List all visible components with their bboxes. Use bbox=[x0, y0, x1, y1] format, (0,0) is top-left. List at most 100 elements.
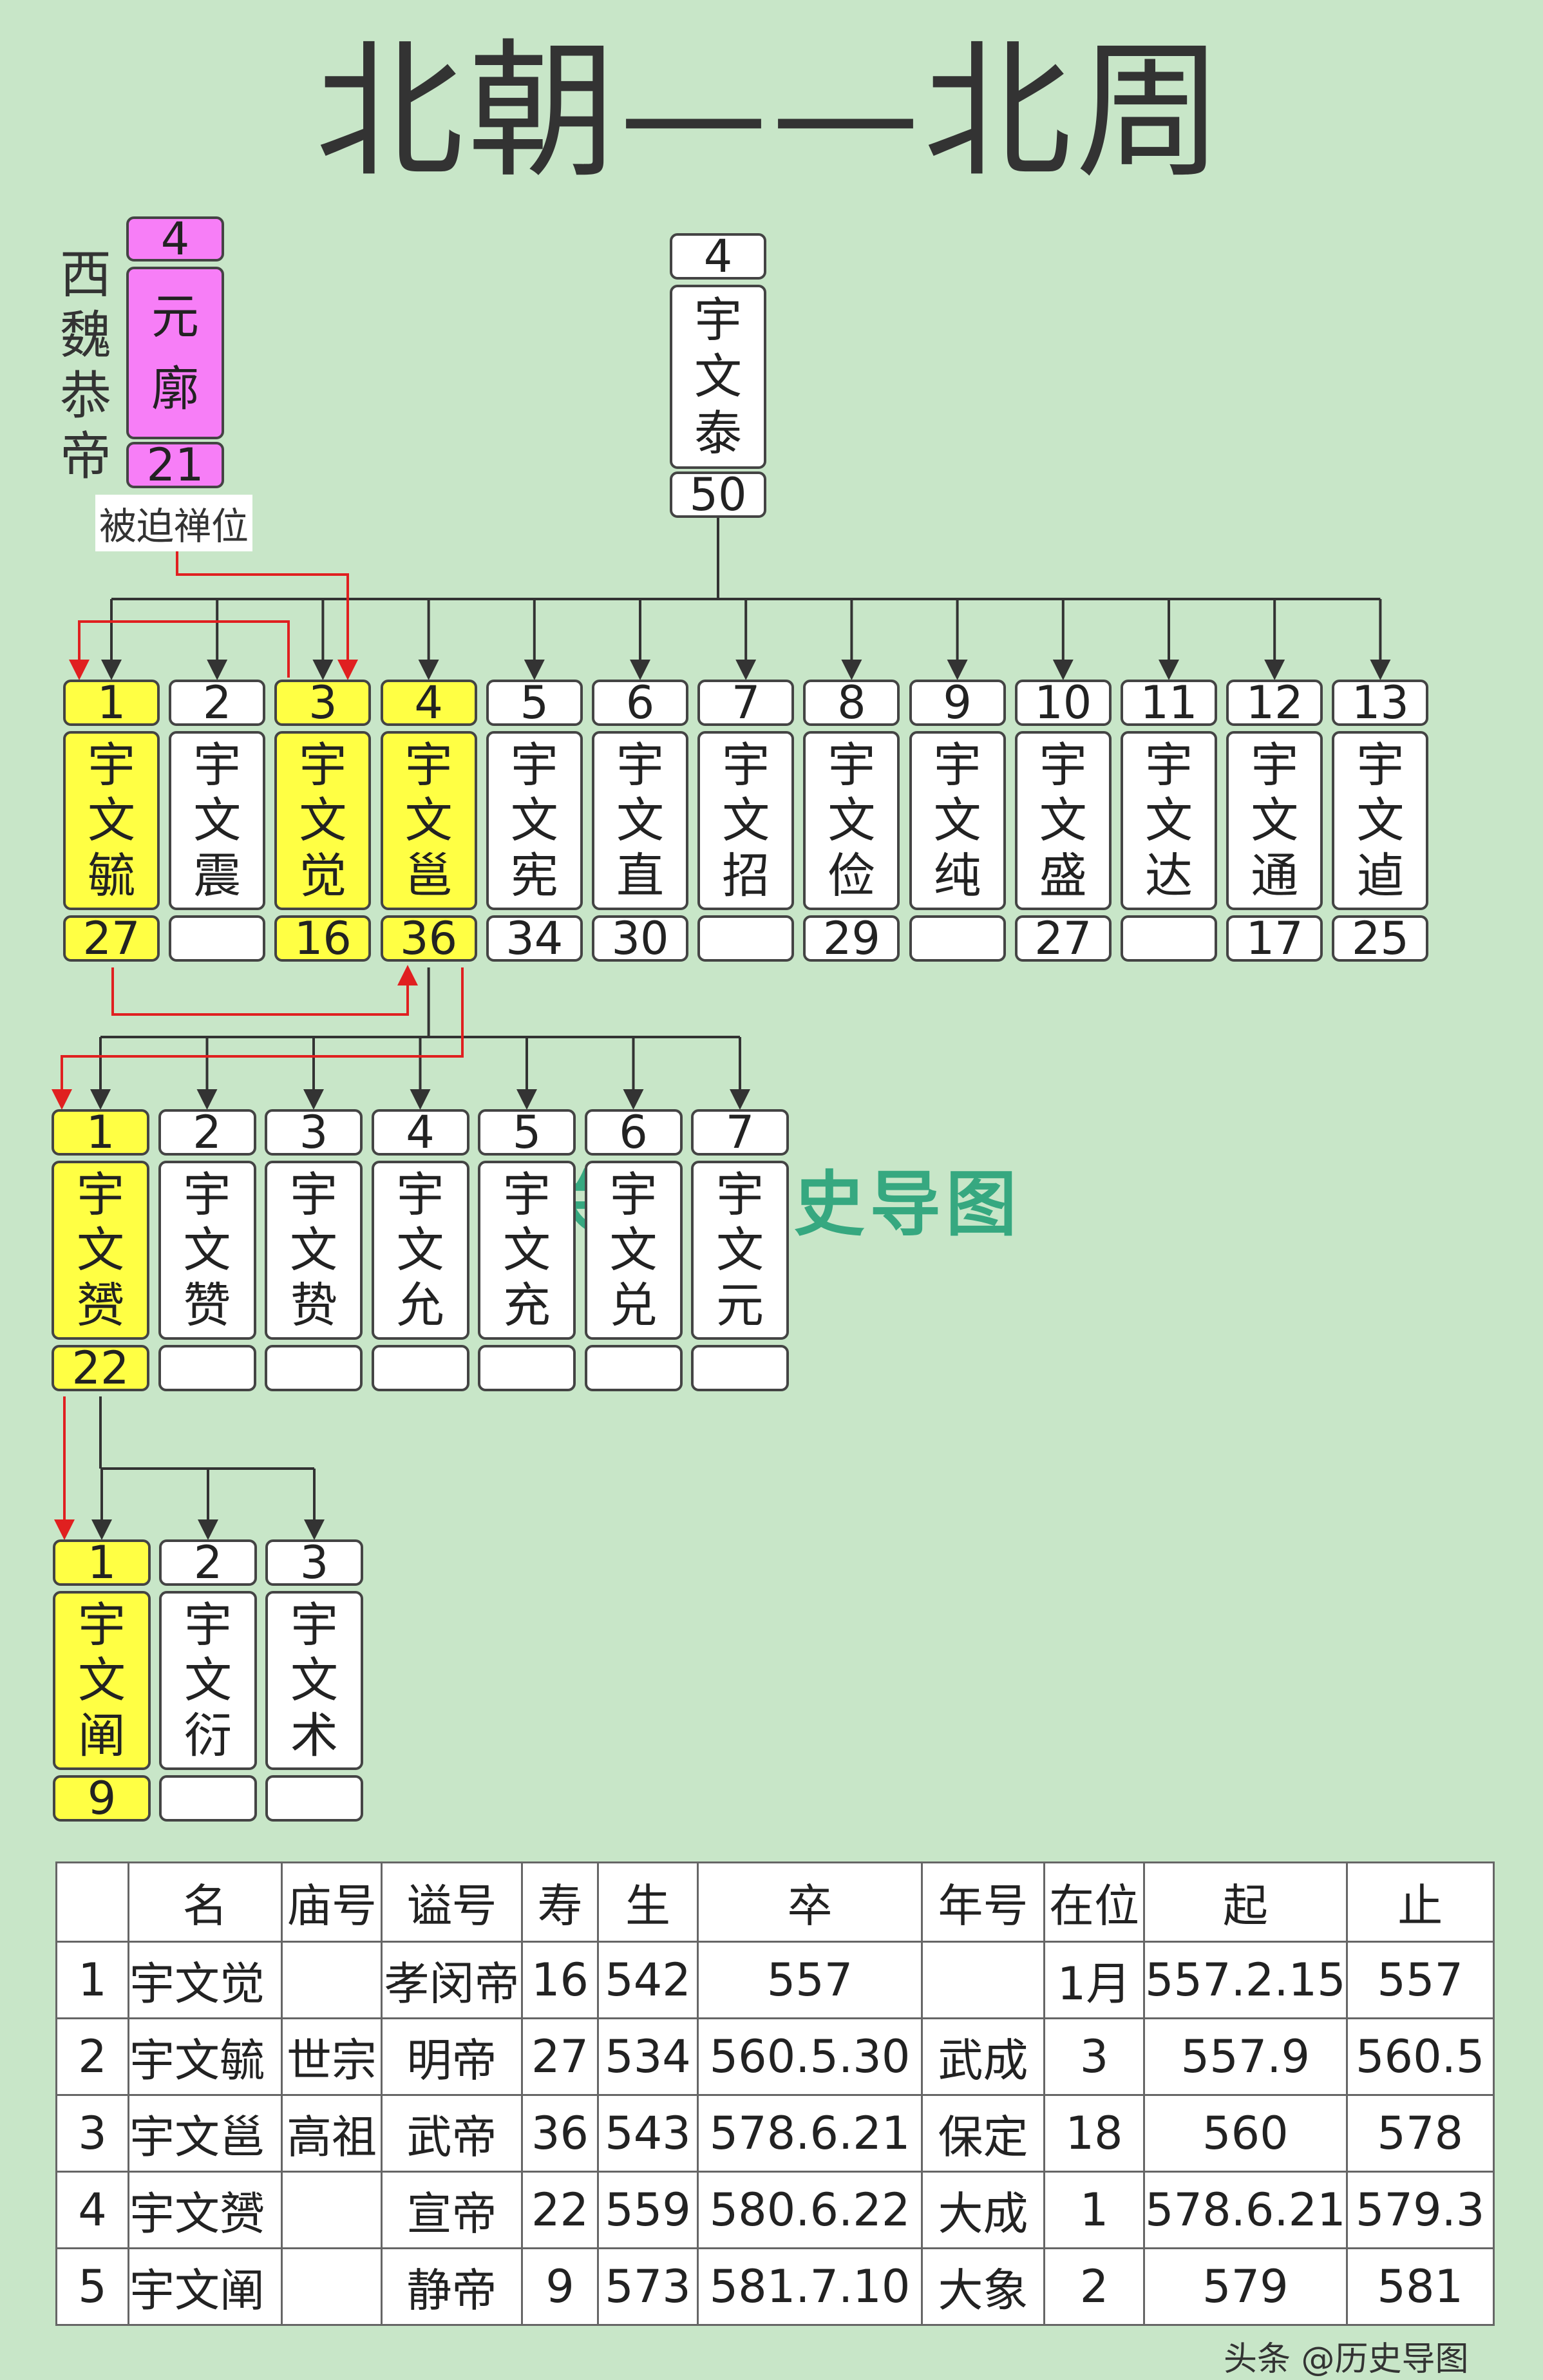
name-char: 宇 bbox=[1039, 738, 1087, 793]
person-name: 宇文毓 bbox=[63, 731, 160, 910]
table-cell: 世宗 bbox=[281, 2017, 383, 2096]
table-cell: 557 bbox=[697, 1941, 923, 2019]
person-name: 宇文纯 bbox=[909, 731, 1006, 910]
name-char: 赟 bbox=[77, 1278, 124, 1333]
table-cell: 孝闵帝 bbox=[381, 1941, 523, 2019]
name-char: 元 bbox=[151, 289, 199, 345]
person-name: 宇文招 bbox=[697, 731, 795, 910]
table-cell: 宇文阐 bbox=[128, 2247, 283, 2326]
name-char: 文 bbox=[722, 793, 770, 848]
table-cell: 560.5.30 bbox=[697, 2017, 923, 2096]
father-number: 4 bbox=[670, 233, 766, 280]
person-age bbox=[371, 1345, 469, 1391]
person-number: 7 bbox=[691, 1109, 789, 1156]
table-cell: 18 bbox=[1043, 2094, 1145, 2173]
wei-emperor-number: 4 bbox=[126, 216, 224, 262]
table-cell: 宇文邕 bbox=[128, 2094, 283, 2173]
person-age: 25 bbox=[1332, 915, 1429, 962]
person-age: 9 bbox=[53, 1775, 151, 1822]
person-age bbox=[478, 1345, 576, 1391]
name-char: 文 bbox=[933, 793, 981, 848]
page-title: 北朝——北周 bbox=[316, 26, 1227, 198]
name-char: 纯 bbox=[933, 848, 981, 904]
name-char: 文 bbox=[88, 793, 135, 848]
name-char: 赞 bbox=[183, 1278, 231, 1333]
table-cell: 明帝 bbox=[381, 2017, 523, 2096]
person-number: 1 bbox=[53, 1539, 151, 1586]
name-char: 文 bbox=[1039, 793, 1087, 848]
person-age: 16 bbox=[274, 915, 372, 962]
table-cell: 22 bbox=[521, 2171, 599, 2249]
name-char: 宇 bbox=[290, 1597, 338, 1653]
name-char: 文 bbox=[1145, 793, 1193, 848]
succession-arrow bbox=[69, 620, 290, 680]
name-char: 文 bbox=[609, 1223, 658, 1278]
table-cell: 579 bbox=[1143, 2247, 1348, 2326]
wei-emperor-age: 21 bbox=[126, 442, 224, 488]
table-cell: 36 bbox=[521, 2094, 599, 2173]
name-char: 廓 bbox=[151, 361, 199, 417]
name-char: 文 bbox=[616, 793, 664, 848]
name-char: 充 bbox=[503, 1278, 551, 1333]
person-age: 22 bbox=[52, 1345, 149, 1391]
table-cell: 9 bbox=[521, 2247, 599, 2326]
succession-arrow bbox=[52, 967, 464, 1110]
table-header-cell: 庙号 bbox=[281, 1861, 383, 1943]
person-age: 17 bbox=[1226, 915, 1323, 962]
table-header-cell: 名 bbox=[128, 1861, 283, 1943]
name-char: 文 bbox=[503, 1223, 551, 1278]
name-char: 宇 bbox=[78, 1597, 126, 1653]
name-char: 文 bbox=[828, 793, 876, 848]
name-char: 文 bbox=[77, 1223, 124, 1278]
person-name: 宇文觉 bbox=[274, 731, 372, 910]
person-name: 宇文兑 bbox=[584, 1161, 683, 1340]
person-name: 宇文震 bbox=[169, 731, 266, 910]
person-number: 8 bbox=[803, 680, 900, 726]
person-number: 10 bbox=[1014, 680, 1112, 726]
person-number: 6 bbox=[592, 680, 688, 726]
name-char: 文 bbox=[396, 1223, 444, 1278]
person-name: 宇文元 bbox=[691, 1161, 789, 1340]
abdication-note: 被迫禅位 bbox=[95, 495, 253, 551]
name-char: 邕 bbox=[404, 848, 453, 904]
name-char: 宇 bbox=[716, 1167, 764, 1223]
name-char: 宇 bbox=[510, 738, 558, 793]
name-char: 文 bbox=[1251, 793, 1299, 848]
person-number: 2 bbox=[169, 680, 266, 726]
table-cell: 581 bbox=[1345, 2247, 1495, 2326]
table-cell: 宇文赟 bbox=[128, 2171, 283, 2249]
name-char: 宇 bbox=[609, 1167, 658, 1223]
father-age: 50 bbox=[670, 471, 766, 518]
person-name: 宇文通 bbox=[1226, 731, 1323, 910]
person-name: 宇文贽 bbox=[265, 1161, 363, 1340]
credit-text: 头条 @历史导图 bbox=[1224, 2340, 1469, 2379]
table-header-cell: 在位 bbox=[1043, 1861, 1145, 1943]
name-char: 宇 bbox=[1356, 738, 1405, 793]
table-cell: 2 bbox=[1043, 2247, 1145, 2326]
name-char: 文 bbox=[1356, 793, 1405, 848]
name-char: 文 bbox=[510, 793, 558, 848]
person-name: 宇文邕 bbox=[380, 731, 477, 910]
table-cell: 534 bbox=[597, 2017, 699, 2096]
person-number: 2 bbox=[158, 1109, 256, 1156]
name-char: 宇 bbox=[1145, 738, 1193, 793]
table-cell: 5 bbox=[55, 2247, 129, 2326]
table-cell: 578 bbox=[1345, 2094, 1495, 2173]
name-char: 文 bbox=[290, 1653, 338, 1708]
succession-arrow bbox=[111, 965, 418, 1016]
name-char: 招 bbox=[722, 848, 770, 904]
table-cell: 559 bbox=[597, 2171, 699, 2249]
name-char: 直 bbox=[616, 848, 664, 904]
name-char: 文 bbox=[404, 793, 453, 848]
person-number: 11 bbox=[1121, 680, 1217, 726]
name-char: 宇 bbox=[77, 1167, 124, 1223]
name-char: 震 bbox=[193, 848, 241, 904]
name-char: 宇 bbox=[183, 1167, 231, 1223]
table-header-cell: 谥号 bbox=[381, 1861, 523, 1943]
person-age bbox=[159, 1775, 257, 1822]
table-cell bbox=[281, 2247, 383, 2326]
person-number: 5 bbox=[486, 680, 583, 726]
name-char: 宇 bbox=[828, 738, 876, 793]
